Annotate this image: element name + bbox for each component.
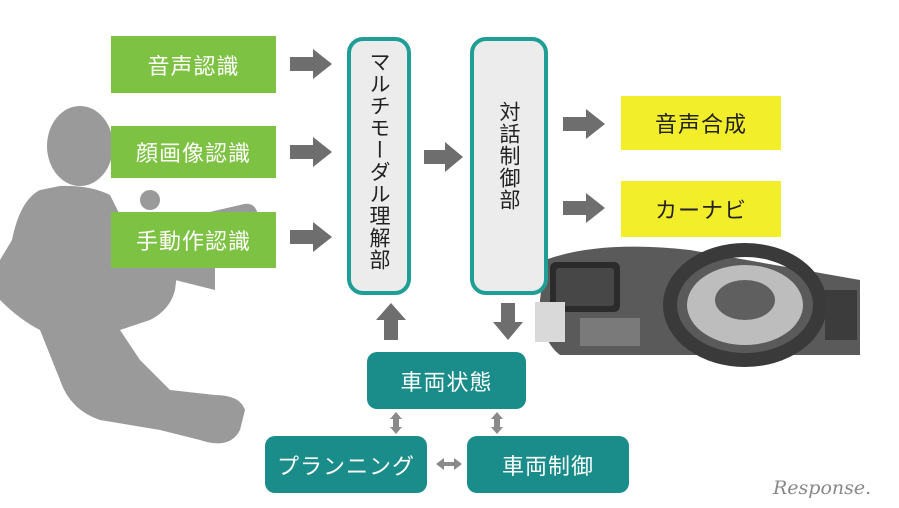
response-logo: Response. <box>773 477 872 499</box>
dialog-control-label: 対話制御部 <box>497 101 521 211</box>
vehicle-control-box: 車両制御 <box>467 436 629 493</box>
dialog-control-box: 対話制御部 <box>470 37 548 295</box>
arrow-down-icon <box>493 303 523 340</box>
multimodal-understanding-label: マルチモーダル理解部 <box>367 51 391 271</box>
vehicle-state-box: 車両状態 <box>367 352 526 409</box>
car-navigation-box: カーナビ <box>621 181 781 237</box>
arrow-right-icon <box>290 49 332 79</box>
speech-synthesis-box: 音声合成 <box>621 96 781 150</box>
double-arrow-icon <box>491 412 503 434</box>
double-arrow-icon <box>436 458 462 470</box>
arrow-right-icon <box>563 109 605 139</box>
face-recognition-box: 顔画像認識 <box>111 126 276 178</box>
gesture-recognition-box: 手動作認識 <box>111 212 276 268</box>
voice-recognition-box: 音声認識 <box>111 36 276 93</box>
multimodal-understanding-box: マルチモーダル理解部 <box>347 37 411 295</box>
arrow-right-icon <box>290 222 332 252</box>
planning-box: プランニング <box>265 436 427 493</box>
double-arrow-icon <box>390 412 402 434</box>
arrow-right-icon <box>563 193 605 223</box>
arrow-right-icon <box>424 142 463 172</box>
arrow-up-icon <box>376 303 406 340</box>
arrow-right-icon <box>290 137 332 167</box>
